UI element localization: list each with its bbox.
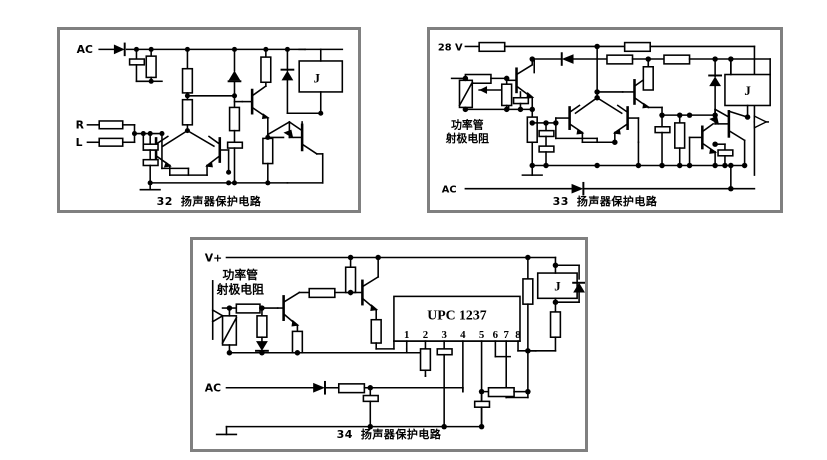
figure-34-ac-label: AC (205, 382, 221, 395)
figure-32-caption: 32 扬声器保护电路 (60, 193, 358, 209)
figure-33-caption-text: 扬声器保护电路 (576, 195, 658, 208)
figure-32-frame: AC R L J 32 扬声器保护电路 (57, 27, 361, 213)
figure-34-caption-number: 34 (336, 428, 353, 441)
figure-33-note-line1: 功率管 (451, 119, 484, 132)
figure-33-caption: 33 扬声器保护电路 (430, 193, 780, 209)
figure-32-relay-label: J (314, 71, 320, 85)
ic-pin-2: 2 (423, 329, 428, 341)
figure-33-supply-label: 28 V (438, 42, 463, 53)
junction-dots (226, 254, 559, 430)
figure-34-note-line2: 射极电阻 (216, 283, 265, 297)
ic-pin-7: 7 (504, 329, 510, 341)
ic-pin-3: 3 (441, 329, 446, 341)
figure-34-supply-label: V+ (205, 251, 222, 264)
figure-33-relay-label: J (744, 84, 750, 98)
figure-33-schematic: 28 V AC 功率管 射极电阻 J (438, 41, 771, 196)
figure-34-relay-label: J (554, 280, 561, 294)
junction-dots (131, 46, 324, 186)
figure-32-caption-number: 32 (156, 195, 173, 208)
figure-34-frame: V+ AC 功率管 射极电阻 UPC 1237 J 1 2 3 4 5 6 7 … (190, 237, 588, 452)
ic-pin-4: 4 (460, 329, 466, 341)
figure-34-caption-text: 扬声器保护电路 (360, 428, 442, 441)
ic-pin-1: 1 (404, 329, 409, 341)
figure-34-ic-pin-numbers: 1 2 3 4 5 6 7 8 (404, 329, 521, 341)
figure-32-schematic: AC R L J (76, 42, 344, 191)
figure-32-caption-text: 扬声器保护电路 (180, 195, 262, 208)
figure-33-frame: 28 V AC 功率管 射极电阻 J 33 扬声器保护电路 (427, 27, 783, 213)
figure-33-caption-number: 33 (552, 195, 569, 208)
junction-dots (462, 43, 751, 192)
figure-34-ic-name: UPC 1237 (427, 308, 486, 323)
figure-32-right-channel-label: R (76, 119, 85, 132)
ic-pin-5: 5 (479, 329, 484, 341)
figure-34-caption: 34 扬声器保护电路 (193, 426, 585, 442)
ic-pin-8: 8 (515, 329, 521, 341)
figure-33-ac-label: AC (442, 185, 457, 196)
figure-33-note-line2: 射极电阻 (445, 132, 490, 145)
figure-32-left-channel-label: L (76, 136, 83, 149)
figure-34-schematic: V+ AC 功率管 射极电阻 UPC 1237 J 1 2 3 4 5 6 7 … (205, 251, 585, 436)
figure-34-note-line1: 功率管 (223, 268, 259, 282)
figure-32-ac-label: AC (77, 43, 93, 56)
ic-pin-6: 6 (493, 329, 499, 341)
